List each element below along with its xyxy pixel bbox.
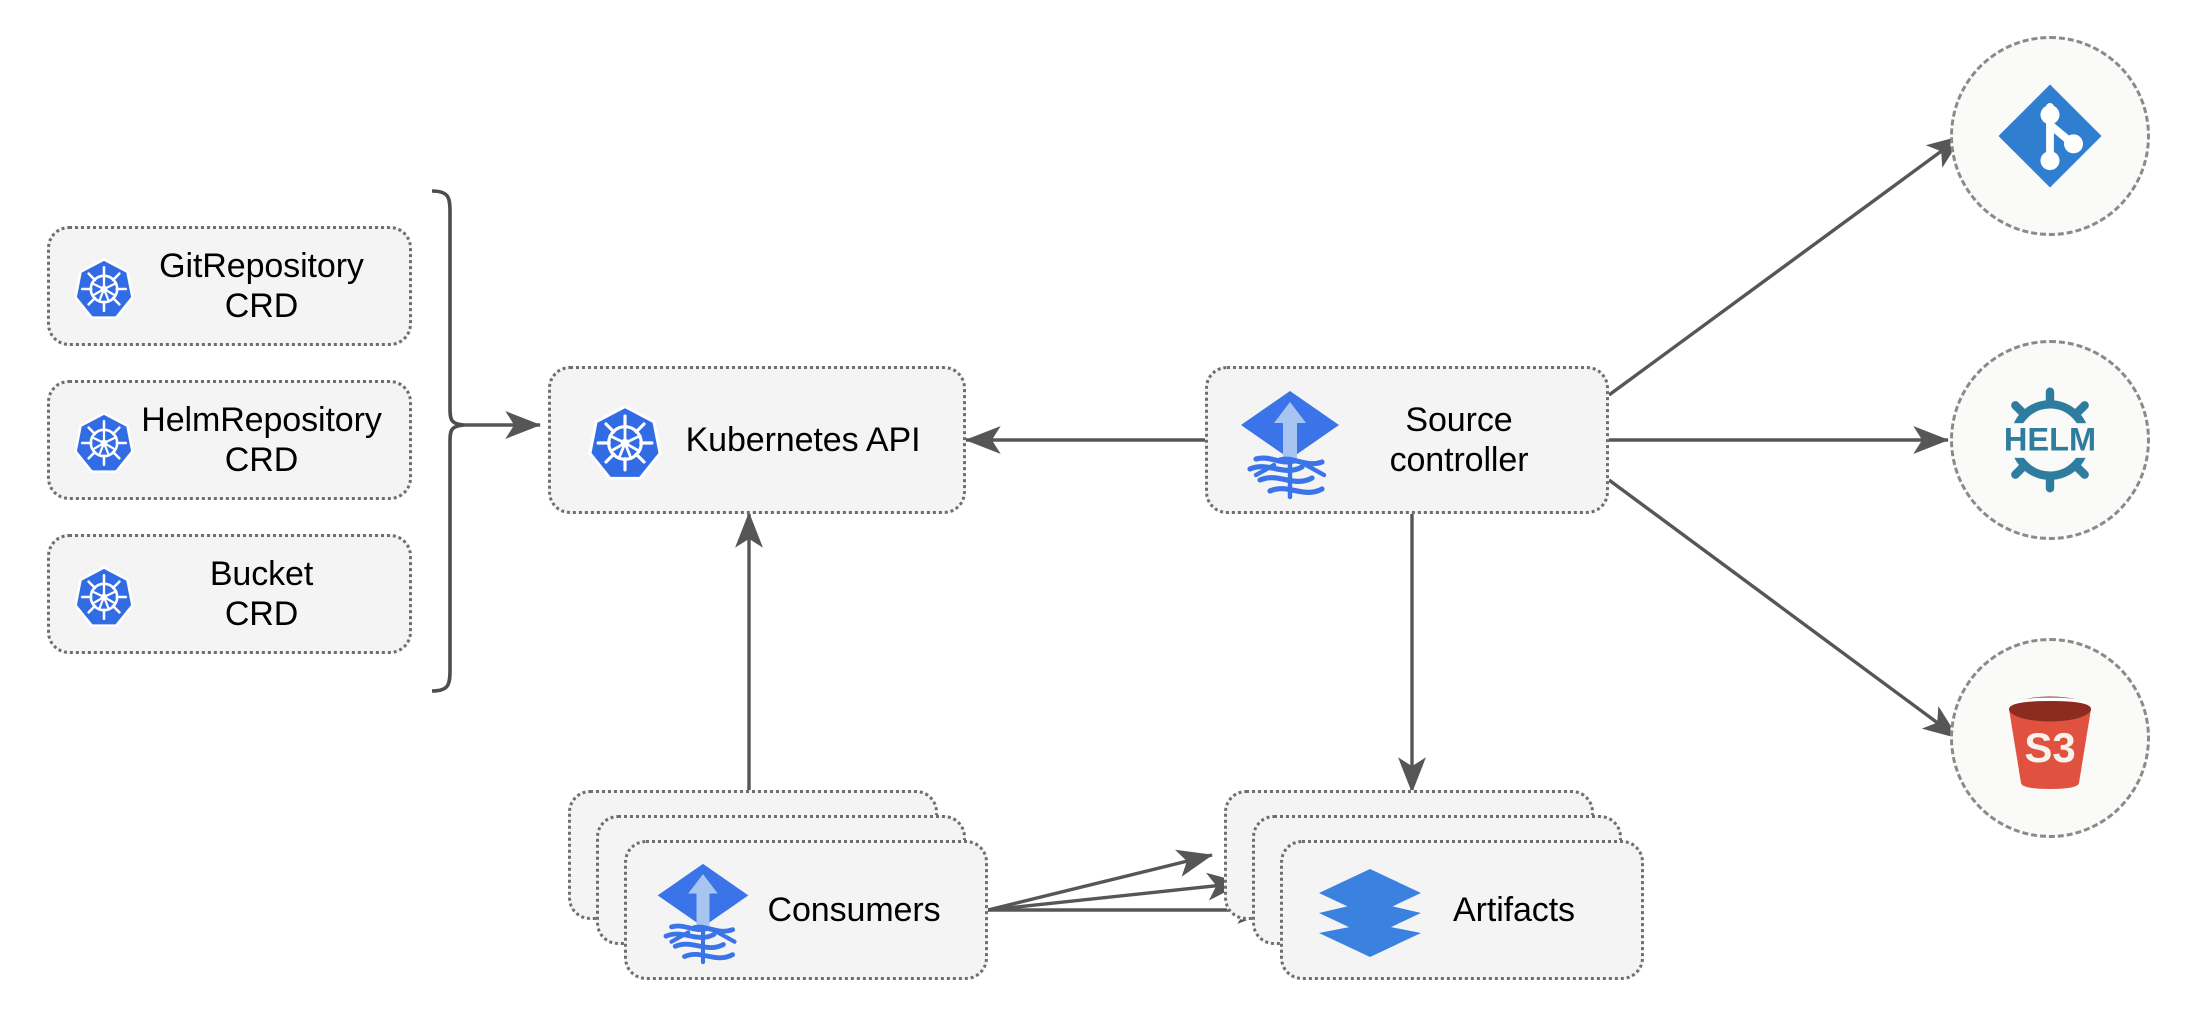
s3-label: S3 (2024, 724, 2075, 771)
kubernetes-icon (583, 401, 667, 485)
edge-source-controller-to-s3 (1607, 478, 1960, 740)
flux-icon (1236, 385, 1344, 503)
crd-card-label: GitRepository CRD (159, 246, 364, 325)
helm-icon: HELM (1987, 377, 2113, 503)
crd-card-helmrepository[interactable]: HelmRepository CRD (47, 380, 412, 500)
kubernetes-icon (70, 563, 138, 631)
crd-card-bucket[interactable]: Bucket CRD (47, 534, 412, 654)
source-controller-label: Source controller (1389, 400, 1529, 479)
kubernetes-api-node[interactable]: Kubernetes API (548, 366, 966, 514)
source-controller-node[interactable]: Source controller (1205, 366, 1609, 514)
crd-group-bracket (431, 189, 465, 693)
flux-icon (653, 857, 753, 969)
crd-card-gitrepository[interactable]: GitRepository CRD (47, 226, 412, 346)
crd-card-label: HelmRepository CRD (141, 400, 382, 479)
helm-label: HELM (2004, 422, 2096, 458)
git-source-circle[interactable] (1950, 36, 2150, 236)
artifacts-node[interactable]: Artifacts (1280, 840, 1644, 980)
s3-bucket-icon: S3 (1991, 679, 2109, 797)
crd-card-label: Bucket CRD (209, 554, 314, 633)
kubernetes-icon (70, 409, 138, 477)
edge-source-controller-to-git (1607, 134, 1964, 397)
artifacts-label: Artifacts (1453, 890, 1575, 929)
kubernetes-api-label: Kubernetes API (685, 420, 921, 459)
edge-consumers-to-artifacts-1 (987, 849, 1213, 912)
git-icon (1994, 80, 2106, 192)
s3-source-circle[interactable]: S3 (1950, 638, 2150, 838)
edge-consumers-to-artifacts-2 (987, 872, 1244, 912)
kubernetes-icon (70, 255, 138, 323)
consumers-label: Consumers (767, 890, 941, 929)
layers-icon (1315, 867, 1425, 959)
consumers-node[interactable]: Consumers (624, 840, 988, 980)
helm-source-circle[interactable]: HELM (1950, 340, 2150, 540)
